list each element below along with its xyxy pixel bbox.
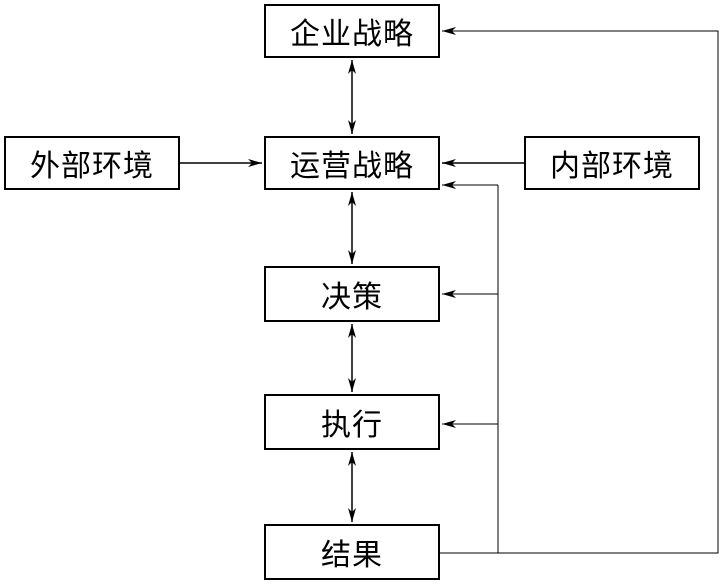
result-box: 结果	[264, 524, 440, 580]
feedback-result-corp	[440, 27, 719, 554]
operations-strategy-label: 运营战略	[290, 149, 414, 184]
corporate-strategy-box: 企业战略	[264, 4, 440, 58]
execution-box: 执行	[264, 394, 440, 450]
decision-box: 决策	[264, 266, 440, 322]
external-environment-box: 外部环境	[4, 136, 180, 190]
execution-label: 执行	[321, 408, 383, 443]
result-label: 结果	[321, 538, 383, 573]
internal-environment-label: 内部环境	[550, 149, 674, 184]
external-environment-label: 外部环境	[30, 149, 154, 184]
corporate-strategy-label: 企业战略	[290, 17, 414, 52]
operations-strategy-box: 运营战略	[264, 136, 440, 190]
decision-label: 决策	[321, 280, 383, 315]
internal-environment-box: 内部环境	[524, 136, 700, 190]
